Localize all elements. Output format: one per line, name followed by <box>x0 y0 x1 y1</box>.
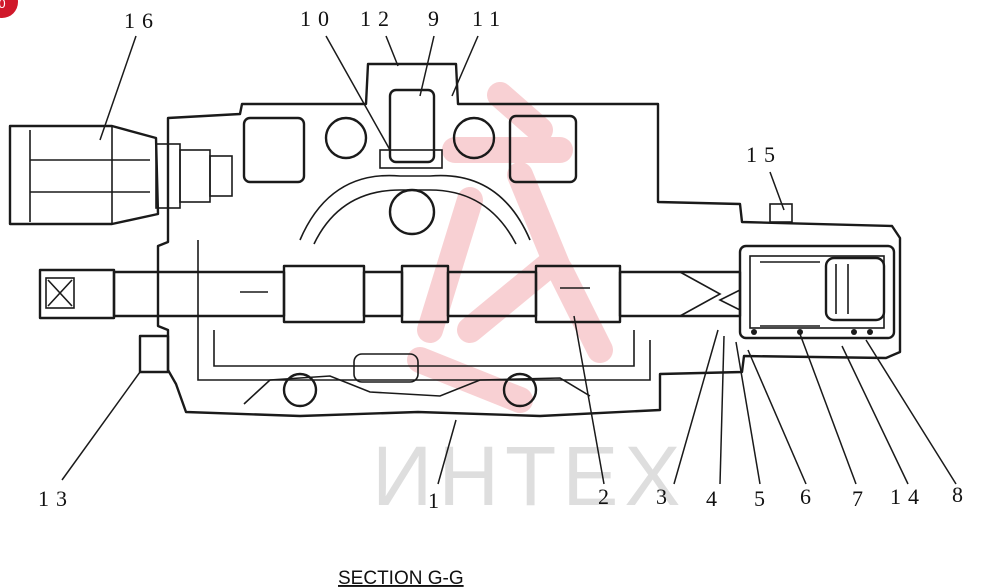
callout-1: 1 <box>428 488 446 513</box>
callout-11: 11 <box>472 6 507 31</box>
corner-badge: 0 <box>0 0 18 18</box>
callout-13: 13 <box>38 486 74 511</box>
callout-10: 10 <box>300 6 336 31</box>
spool <box>38 264 742 324</box>
watermark-text: ИНТЕХ <box>372 429 686 523</box>
spring-cap <box>700 203 896 340</box>
callout-5: 5 <box>754 486 772 511</box>
watermark: ИНТЕХ <box>372 82 686 523</box>
lower-plug <box>138 334 170 374</box>
leader-lines <box>61 35 957 485</box>
valve-body <box>8 62 902 418</box>
callout-4: 4 <box>706 486 724 511</box>
callout-2: 2 <box>598 484 616 509</box>
section-caption: SECTION G-G <box>338 568 464 588</box>
callout-16: 16 <box>124 8 160 33</box>
callout-14: 14 <box>890 484 926 509</box>
callout-3: 3 <box>656 484 674 509</box>
callout-15: 15 <box>746 142 782 167</box>
callout-8: 8 <box>952 482 970 507</box>
callout-labels: 16 10 12 9 11 15 13 1 2 3 4 5 6 7 14 8 <box>38 6 970 513</box>
callout-7: 7 <box>852 486 870 511</box>
callout-6: 6 <box>800 484 818 509</box>
corner-badge-text: 0 <box>0 0 6 11</box>
callout-9: 9 <box>428 6 446 31</box>
callout-12: 12 <box>360 6 396 31</box>
